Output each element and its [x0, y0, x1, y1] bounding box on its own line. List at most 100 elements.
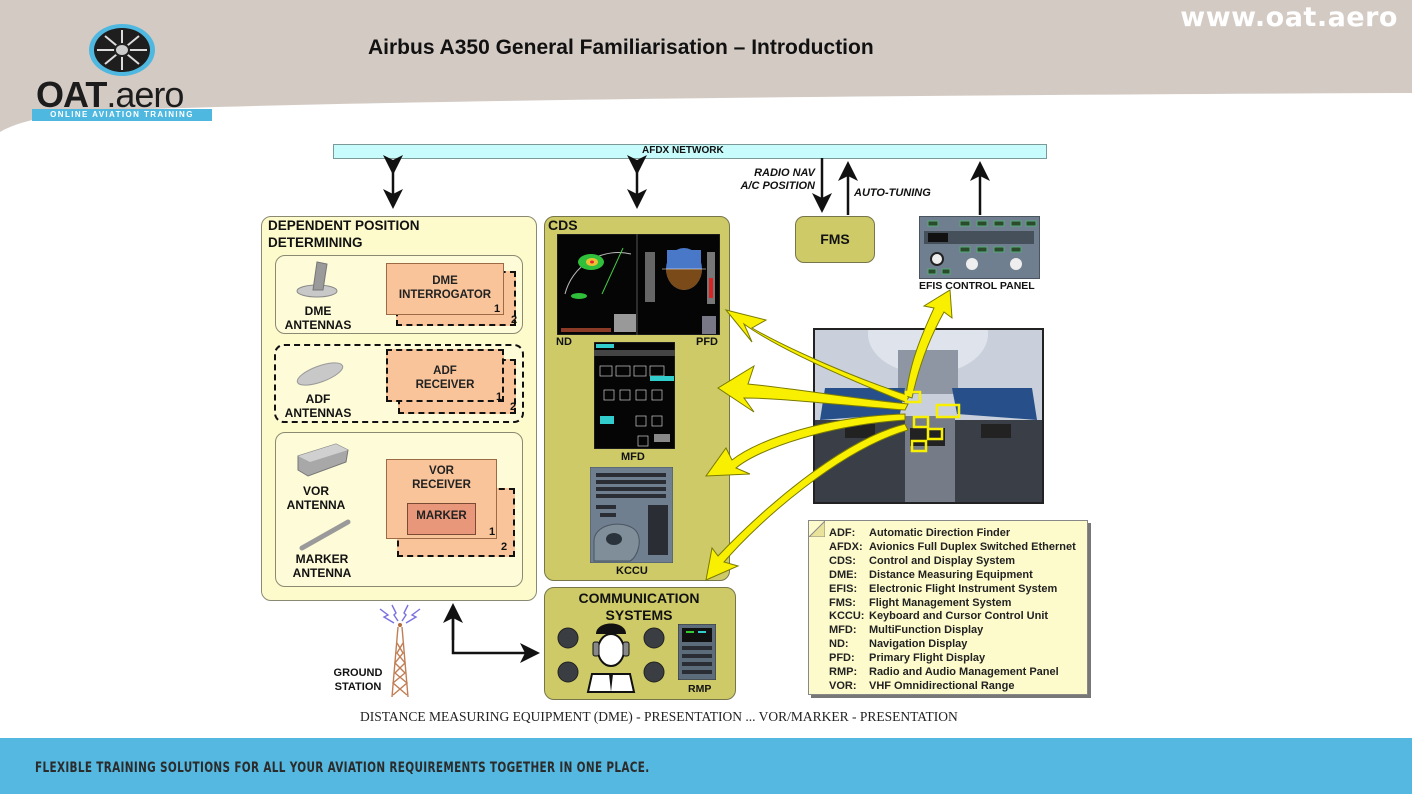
legend-definition: Primary Flight Display — [869, 652, 986, 665]
legend-row: FMS: Flight Management System — [829, 597, 1011, 610]
legend-row: EFIS: Electronic Flight Instrument System — [829, 583, 1057, 596]
rmp-label: RMP — [688, 683, 712, 695]
legend-abbr: RMP: — [829, 666, 858, 678]
vor-antenna-line2: ANTENNA — [286, 498, 346, 512]
vor-antenna-label: VOR ANTENNA — [278, 484, 354, 512]
legend-row: RMP: Radio and Audio Management Panel — [829, 666, 1059, 679]
legend-row: KCCU: Keyboard and Cursor Control Unit — [829, 610, 1048, 623]
legend-abbr: VOR: — [829, 679, 857, 692]
dme-unit-number-2: 2 — [511, 314, 518, 326]
dme-antenna-line2: ANTENNAS — [284, 318, 352, 332]
legend-abbr: EFIS: — [829, 582, 858, 595]
vor-unit-number-2: 2 — [501, 541, 508, 553]
page-title: Airbus A350 General Familiarisation – In… — [368, 36, 874, 59]
legend-definition: Keyboard and Cursor Control Unit — [869, 610, 1049, 623]
legend-definition: Navigation Display — [869, 638, 968, 651]
turbofan-engine-icon — [89, 24, 155, 76]
kccu-label: KCCU — [616, 565, 648, 577]
nd-label: ND — [556, 336, 572, 348]
vor-unit-number-1: 1 — [489, 526, 496, 538]
dme-unit-number-1: 1 — [494, 303, 501, 315]
adf-antenna-icon — [296, 362, 344, 386]
ground-station-line1: GROUND — [333, 667, 383, 679]
logo-wordmark[interactable]: OAT.aero — [36, 74, 184, 116]
mfd-label: MFD — [621, 451, 645, 463]
adf-unit-number-1: 1 — [496, 391, 503, 403]
dme-antenna-label: DME ANTENNAS — [278, 304, 358, 332]
dpd-title-line1: DEPENDENT POSITION — [268, 218, 420, 233]
logo-tagline: ONLINE AVIATION TRAINING — [32, 109, 212, 121]
dependent-position-title: DEPENDENT POSITION DETERMINING — [268, 217, 420, 251]
dpd-title-line2: DETERMINING — [268, 235, 363, 250]
dme-antenna-line1: DME — [304, 304, 332, 318]
dme-antenna-icon — [296, 261, 338, 298]
pfd-label: PFD — [696, 336, 718, 348]
marker-antenna-label: MARKER ANTENNA — [278, 552, 366, 580]
nd-pfd-screens — [557, 234, 720, 335]
adf-receiver-1: ADF RECEIVER — [386, 349, 504, 402]
legend-definition: Avionics Full Duplex Switched Ethernet — [869, 540, 1076, 553]
legend-abbr: PFD: — [829, 652, 855, 665]
legend-row: ND: Navigation Display — [829, 638, 967, 651]
adf-antenna-label: ADF ANTENNAS — [278, 392, 358, 420]
logo-bold: OAT — [36, 74, 107, 115]
comm-title-line2: SYSTEMS — [605, 607, 673, 623]
communication-title: COMMUNICATION SYSTEMS — [544, 590, 734, 624]
radio-nav-line2: A/C POSITION — [740, 180, 815, 192]
vor-unit-line1: VOR — [429, 465, 454, 477]
legend-abbr: MFD: — [829, 624, 857, 637]
mfd-screen — [594, 342, 675, 449]
kccu-keyboard — [590, 467, 673, 563]
vor-antenna-icon — [297, 443, 349, 477]
efis-label: EFIS CONTROL PANEL — [919, 280, 1035, 292]
legend-definition: MultiFunction Display — [869, 624, 984, 637]
marker-receiver: MARKER — [407, 503, 476, 535]
legend-definition: Flight Management System — [869, 596, 1012, 609]
cds-title: CDS — [548, 217, 578, 233]
legend-definition: Electronic Flight Instrument System — [869, 582, 1058, 595]
legend-row: AFDX: Avionics Full Duplex Switched Ether… — [829, 541, 1076, 554]
marker-antenna-line2: ANTENNA — [292, 566, 352, 580]
legend-abbr: DME: — [829, 568, 858, 581]
vor-unit-line2: RECEIVER — [412, 479, 471, 491]
legend-definition: Control and Display System — [869, 554, 1016, 567]
legend-row: DME: Distance Measuring Equipment — [829, 569, 1033, 582]
legend-row: VOR: VHF Omnidirectional Range — [829, 680, 1014, 693]
header-band — [0, 0, 1412, 132]
dme-unit-line2: INTERROGATOR — [398, 289, 492, 301]
footer-tagline: FLEXIBLE TRAINING SOLUTIONS FOR ALL YOUR… — [35, 760, 650, 776]
efis-control-panel — [919, 216, 1040, 279]
note-fold-icon — [809, 521, 825, 537]
legend-row: CDS:Control and Display System — [829, 555, 1015, 568]
diagram-caption: DISTANCE MEASURING EQUIPMENT (DME) - PRE… — [360, 709, 958, 724]
site-url[interactable]: www.oat.aero — [1180, 2, 1398, 33]
ground-station-tower-icon — [379, 604, 421, 698]
legend-abbr: KCCU: — [829, 610, 865, 623]
marker-antenna-icon — [299, 519, 351, 551]
legend-definition: Distance Measuring Equipment — [869, 568, 1033, 581]
legend-abbr: ADF: — [829, 527, 856, 539]
legend-abbr: FMS: — [829, 596, 856, 609]
legend-abbr: AFDX: — [829, 540, 863, 553]
dme-unit-line1: DME — [432, 275, 458, 287]
afdx-network-label: AFDX NETWORK — [642, 145, 724, 156]
comm-title-line1: COMMUNICATION — [578, 590, 700, 606]
legend-row: MFD: MultiFunction Display — [829, 624, 983, 637]
ground-station-line2: STATION — [334, 681, 382, 693]
auto-tuning-label: AUTO-TUNING — [854, 187, 931, 199]
footer-band — [0, 738, 1412, 794]
adf-unit-number-2: 2 — [510, 401, 517, 413]
pilot-headset-icon — [557, 623, 665, 693]
legend-definition: Automatic Direction Finder — [869, 527, 1011, 539]
legend-abbr: ND: — [829, 638, 849, 651]
legend-definition: Radio and Audio Management Panel — [869, 666, 1059, 678]
rmp-panel — [678, 624, 716, 680]
fms-box: FMS — [795, 216, 875, 263]
legend-row: PFD: Primary Flight Display — [829, 652, 985, 665]
legend-definition: VHF Omnidirectional Range — [869, 679, 1015, 692]
legend-row: ADF: Automatic Direction Finder — [829, 527, 1010, 540]
adf-unit-line2: RECEIVER — [415, 379, 475, 391]
dme-interrogator-1: DME INTERROGATOR — [386, 263, 504, 315]
